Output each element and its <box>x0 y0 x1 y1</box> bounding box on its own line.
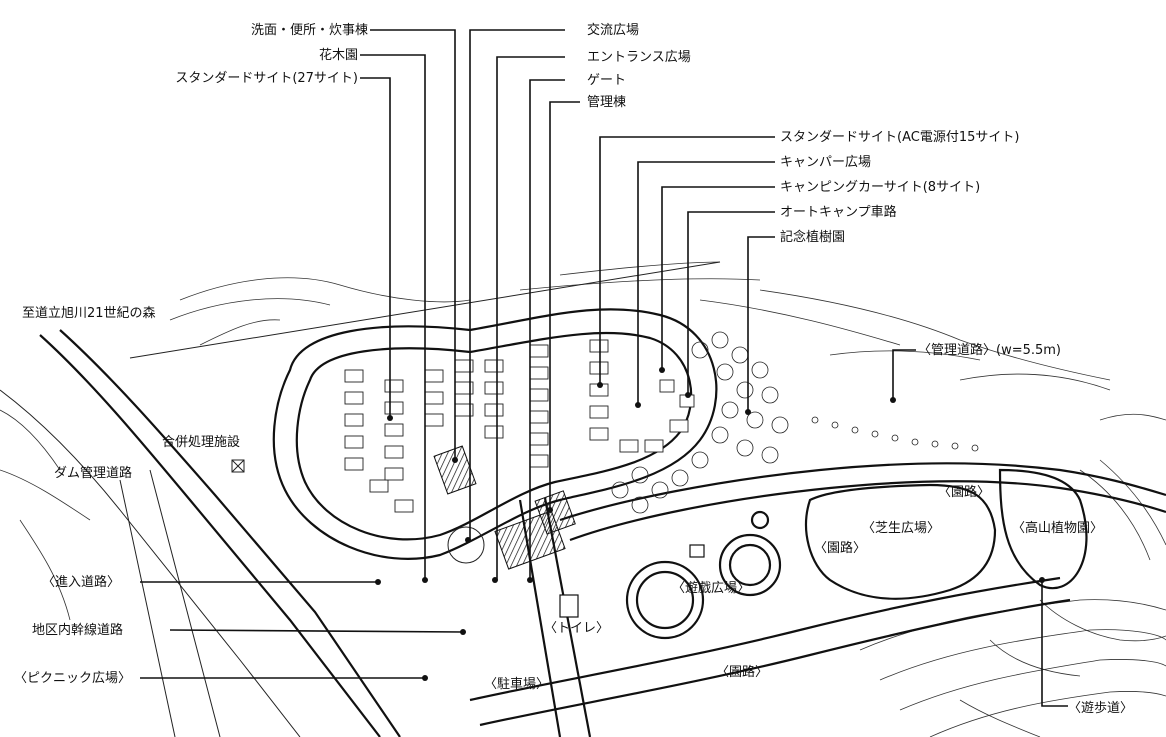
label-to-forest: 至道立旭川21世紀の森 <box>22 306 156 321</box>
label-parking: 〈駐車場〉 <box>484 677 549 692</box>
treatment-facility-symbol <box>231 459 245 473</box>
label-standard-site-ac: スタンダードサイト(AC電源付15サイト) <box>780 130 1019 145</box>
label-dam-road: ダム管理道路 <box>54 465 132 481</box>
label-picnic-plaza: 〈ピクニック広場〉 <box>14 671 131 686</box>
label-standard-site-27: スタンダードサイト(27サイト) <box>175 71 358 86</box>
label-toilet: 〈トイレ〉 <box>544 621 609 636</box>
roads <box>0 261 1166 737</box>
map-labels: 洗面・便所・炊事棟 花木園 スタンダードサイト(27サイト) 交流広場 エントラ… <box>14 22 1133 716</box>
leader-dots <box>375 367 1045 681</box>
tree-symbols <box>611 331 979 514</box>
label-combined-treatment: 合併処理施設 <box>162 434 240 450</box>
label-management-road: 〈管理道路〉(w=5.5m) <box>918 342 1061 358</box>
label-lawn-plaza: 〈芝生広場〉 <box>862 520 940 536</box>
play-plaza-shapes <box>625 510 782 640</box>
leader-lines <box>140 29 1068 707</box>
label-exchange-plaza: 交流広場 <box>587 22 639 38</box>
lawn-areas <box>805 483 997 600</box>
label-entrance-road: 〈進入道路〉 <box>42 574 120 590</box>
label-promenade: 〈遊歩道〉 <box>1068 701 1133 716</box>
label-flower-garden: 花木園 <box>319 47 358 63</box>
label-play-plaza: 〈遊戯広場〉 <box>672 581 750 596</box>
label-management-building: 管理棟 <box>587 95 626 110</box>
label-camper-plaza: キャンパー広場 <box>780 155 871 170</box>
label-memorial-arboretum: 記念植樹園 <box>780 229 845 245</box>
label-park-path-1: 〈園路〉 <box>938 484 990 500</box>
camp-plots <box>344 339 695 513</box>
label-entrance-plaza: エントランス広場 <box>587 50 691 65</box>
label-washroom-toilet-cooking: 洗面・便所・炊事棟 <box>251 23 368 38</box>
label-gate: ゲート <box>587 73 626 88</box>
label-district-trunk-road: 地区内幹線道路 <box>32 622 123 638</box>
label-camping-car-site: キャンピングカーサイト(8サイト) <box>780 180 980 195</box>
label-park-path-3: 〈園路〉 <box>716 664 768 680</box>
buildings <box>433 445 705 618</box>
label-park-path-2: 〈園路〉 <box>814 540 866 556</box>
label-auto-camp-road: オートキャンプ車路 <box>780 204 897 220</box>
label-alpine-garden: 〈高山植物園〉 <box>1012 520 1103 536</box>
